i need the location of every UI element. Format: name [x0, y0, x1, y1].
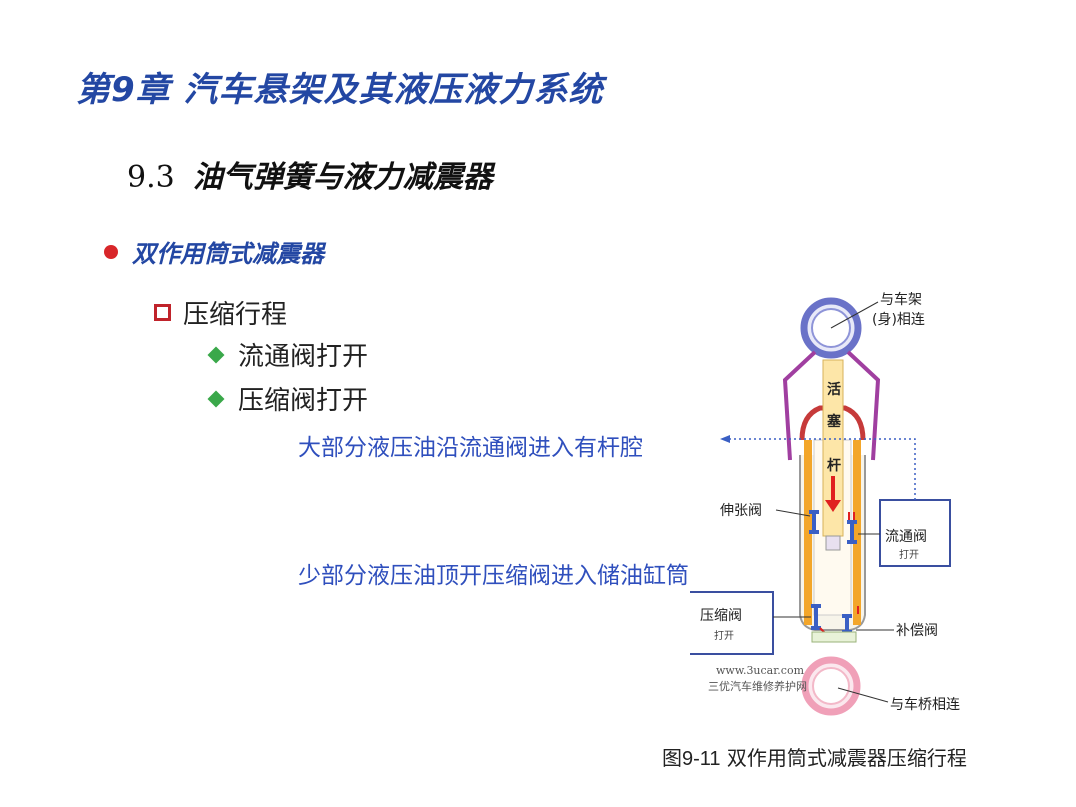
piston-nut	[825, 535, 841, 551]
red-bullet-icon	[104, 244, 118, 259]
top-mount-label-line2: (身)相连	[872, 312, 925, 328]
compression-valve-icon	[811, 604, 821, 630]
bullet-item: 压缩阀打开	[206, 380, 368, 417]
bullet-label: 压缩阀打开	[238, 386, 369, 416]
square-bullet-icon	[154, 304, 171, 321]
figure-caption: 图9-11 双作用筒式减震器压缩行程	[662, 742, 967, 771]
bottom-mount-label: 与车桥相连	[890, 696, 960, 713]
sub-item-label: 压缩行程	[183, 300, 288, 330]
flow-valve-state: 打开	[899, 548, 919, 561]
diamond-bullet-icon	[207, 390, 225, 407]
compression-valve-state: 打开	[714, 629, 734, 642]
bottom-base	[811, 631, 857, 643]
down-arrow-icon	[825, 500, 841, 512]
flow-valve-box	[879, 499, 951, 567]
bottom-mount-hole	[812, 667, 850, 705]
rod-char: 塞	[827, 413, 842, 430]
flow-valve-label: 流通阀	[885, 529, 927, 545]
caption-prefix: 图	[662, 746, 682, 770]
note-flow-valve: 大部分液压油沿流通阀进入有杆腔	[298, 435, 643, 461]
section-name: 油气弹簧与液力减震器	[192, 160, 493, 195]
cylinder-wall-right	[853, 440, 861, 625]
rod-char: 杆	[827, 457, 841, 474]
sub-item: 压缩行程	[154, 294, 287, 331]
shock-absorber-diagram: 与车架 (身)相连 活 塞 杆 伸张阀 流通阀 打开 压缩阀 打开 补偿阀	[690, 291, 960, 716]
bottom-mount-leader	[837, 687, 889, 703]
topic-label: 双作用筒式减震器	[132, 240, 324, 268]
compensation-valve-label: 补偿阀	[896, 623, 938, 639]
rebound-valve-label: 伸张阀	[720, 503, 762, 519]
caption-text: 双作用筒式减震器压缩行程	[720, 746, 967, 770]
bullet-label: 流通阀打开	[238, 342, 369, 372]
note-compression-valve: 少部分液压油顶开压缩阀进入储油缸筒	[298, 563, 689, 589]
diamond-bullet-icon	[207, 346, 225, 363]
compression-valve-box	[690, 591, 774, 655]
caption-number: 9-11	[682, 748, 721, 770]
rebound-valve-leader	[775, 509, 811, 517]
compression-valve-label: 压缩阀	[700, 608, 742, 624]
left-arrow-icon	[720, 435, 730, 443]
chapter-title: 第9章 汽车悬架及其液压液力系统	[76, 70, 604, 110]
dust-cover-right	[846, 350, 881, 461]
flow-dotted-path	[730, 438, 916, 500]
bullet-item: 流通阀打开	[206, 336, 368, 373]
flow-valve-icon	[847, 520, 857, 544]
section-number: 9.3	[127, 160, 175, 195]
section-title: 9.3 油气弹簧与液力减震器	[127, 152, 493, 196]
rebound-valve-icon	[809, 510, 819, 534]
top-mount-label-line1: 与车架	[880, 291, 922, 308]
cylinder-wall-left	[804, 440, 812, 625]
topic-heading: 双作用筒式减震器	[104, 234, 324, 269]
watermark-url: www.3ucar.com	[716, 664, 805, 677]
watermark-site: 三优汽车维修养护网	[708, 679, 807, 693]
rod-char: 活	[827, 381, 841, 398]
dust-cover-left	[782, 350, 817, 461]
top-mount-leader	[830, 301, 879, 329]
